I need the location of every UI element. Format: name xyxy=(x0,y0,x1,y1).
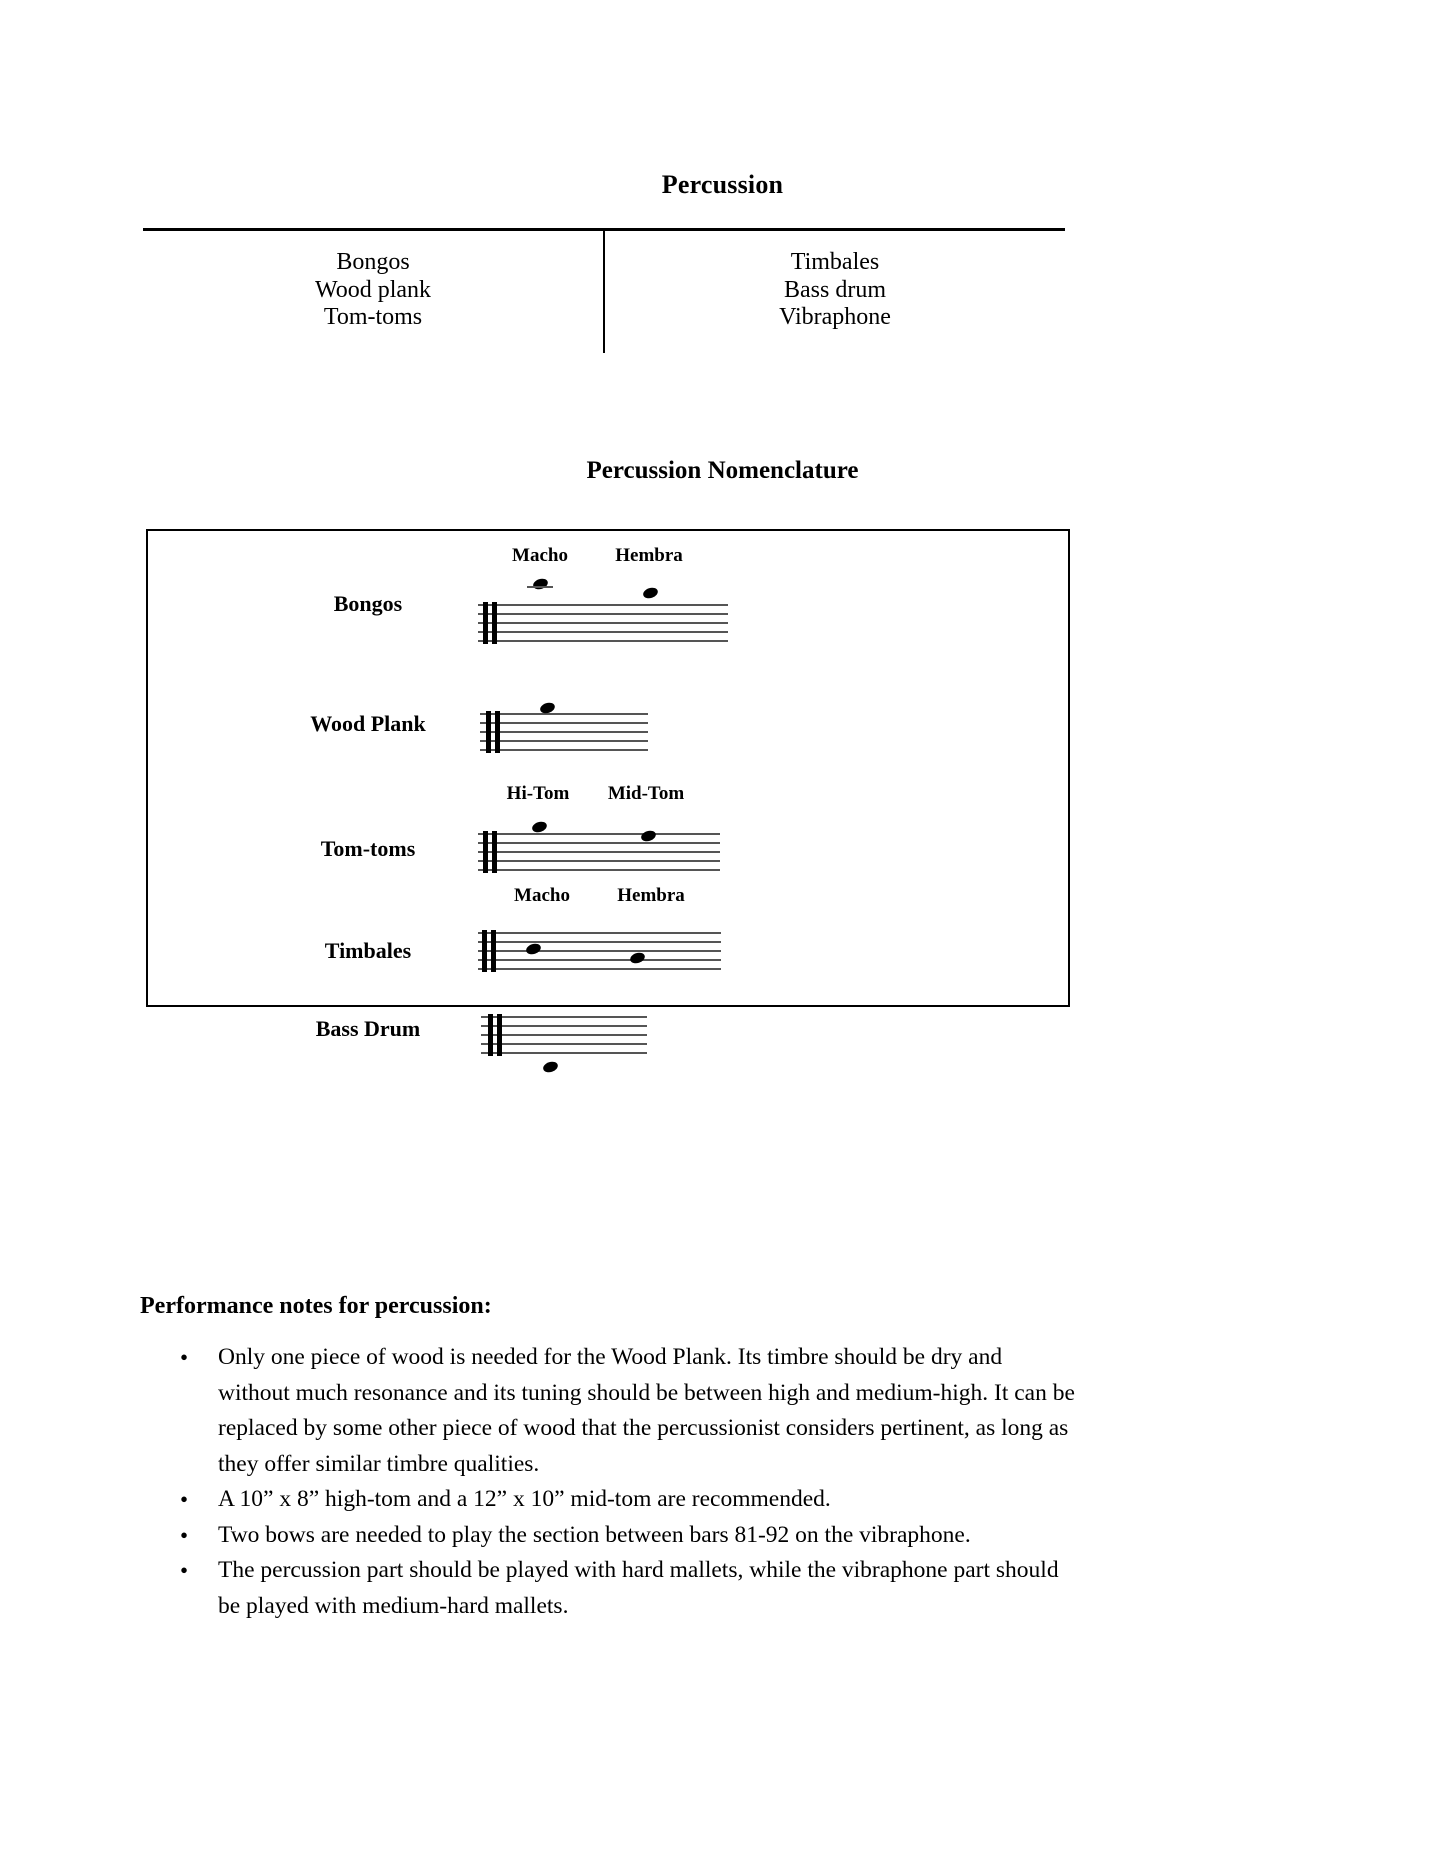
staff-bongos xyxy=(478,576,728,644)
staff-line xyxy=(478,959,721,961)
percussion-clef-icon xyxy=(488,1014,504,1056)
staff-line xyxy=(478,631,728,633)
ledger-line xyxy=(527,586,553,588)
list-item: • The percussion part should be played w… xyxy=(140,1553,1075,1624)
staff-line xyxy=(480,740,648,742)
note-label-hembra: Hembra xyxy=(615,545,683,566)
notehead-macho xyxy=(531,576,550,592)
list-item-text: The percussion part should be played wit… xyxy=(218,1557,1059,1619)
staff-line xyxy=(478,604,728,606)
page-title: Percussion xyxy=(661,170,784,199)
instrument-column-left: Bongos Wood plank Tom-toms xyxy=(143,231,605,353)
staff-line xyxy=(480,749,648,751)
staff-line xyxy=(480,731,648,733)
list-item: • A 10” x 8” high-tom and a 12” x 10” mi… xyxy=(140,1482,1075,1518)
instrument-item: Vibraphone xyxy=(779,304,891,331)
list-item-text: Only one piece of wood is needed for the… xyxy=(218,1344,1075,1477)
staff-line xyxy=(478,842,720,844)
bullet-icon: • xyxy=(180,1522,189,1548)
bullet-icon: • xyxy=(180,1345,189,1370)
percussion-clef-icon xyxy=(483,831,499,873)
list-item: • Two bows are needed to play the sectio… xyxy=(140,1518,1075,1554)
staff-line xyxy=(481,1025,647,1027)
list-item-text: Two bows are needed to play the section … xyxy=(218,1521,971,1548)
staff-label: Wood Plank xyxy=(310,711,426,736)
note-label-hi-tom: Hi-Tom xyxy=(506,783,570,804)
staff-line xyxy=(481,1052,647,1054)
staff-line xyxy=(478,860,720,862)
staff-line xyxy=(480,722,648,724)
list-item: • Only one piece of wood is needed for t… xyxy=(140,1340,1075,1482)
staff-line xyxy=(478,932,721,934)
notehead-mid-tom xyxy=(639,828,658,844)
note-label-mid-tom: Mid-Tom xyxy=(607,783,685,804)
staff-line xyxy=(478,851,720,853)
instrument-item: Tom-toms xyxy=(323,304,423,331)
notehead-macho xyxy=(524,941,543,957)
performance-notes-heading: Performance notes for percussion: xyxy=(140,1293,492,1319)
staff-line xyxy=(478,613,728,615)
instrument-item: Timbales xyxy=(790,249,880,275)
staff-line xyxy=(478,640,728,642)
notehead-bass-drum xyxy=(541,1059,560,1075)
staff-line xyxy=(478,941,721,943)
staff-tom-toms xyxy=(478,819,720,873)
instrument-table-body: Bongos Wood plank Tom-toms Timbales Bass… xyxy=(143,231,1065,353)
nomenclature-heading: Percussion Nomenclature xyxy=(586,457,859,484)
staff-line xyxy=(481,1034,647,1036)
staff-line xyxy=(478,833,720,835)
notehead-hembra xyxy=(628,950,647,966)
staff-label: Tom-toms xyxy=(320,836,416,861)
notehead-hi-tom xyxy=(530,819,549,835)
staff-label: Bass Drum xyxy=(315,1016,421,1041)
notehead-hembra xyxy=(641,585,660,601)
staff-timbales xyxy=(478,930,721,972)
staff-line xyxy=(481,1016,647,1018)
percussion-clef-icon xyxy=(483,602,499,644)
staff-line xyxy=(478,950,721,952)
list-item-text: A 10” x 8” high-tom and a 12” x 10” mid-… xyxy=(218,1486,831,1512)
note-label-hembra: Hembra xyxy=(617,885,685,906)
staff-line xyxy=(480,713,648,715)
note-label-macho: Macho xyxy=(512,545,568,566)
nomenclature-box: Bongos Macho Hembra Wood Plank xyxy=(146,529,1070,1075)
staff-line xyxy=(478,622,728,624)
staff-label: Timbales xyxy=(324,938,412,963)
staff-line xyxy=(478,869,720,871)
staff-line xyxy=(478,968,721,970)
instrument-item: Bass drum xyxy=(784,276,886,303)
instrument-column-right: Timbales Bass drum Vibraphone xyxy=(605,231,1065,353)
bullet-icon: • xyxy=(180,1487,189,1512)
staff-bass-drum xyxy=(481,1014,647,1075)
instrument-item: Wood plank xyxy=(314,276,432,303)
instrument-table: Bongos Wood plank Tom-toms Timbales Bass… xyxy=(143,228,1065,353)
performance-notes-list: • Only one piece of wood is needed for t… xyxy=(140,1340,1075,1624)
percussion-clef-icon xyxy=(486,711,502,753)
instrument-item: Bongos xyxy=(336,249,410,275)
note-label-macho: Macho xyxy=(514,885,570,906)
percussion-clef-icon xyxy=(482,930,498,972)
staff-line xyxy=(481,1043,647,1045)
staff-wood-plank xyxy=(480,700,648,753)
bullet-icon: • xyxy=(180,1558,189,1583)
staff-label: Bongos xyxy=(333,591,403,616)
